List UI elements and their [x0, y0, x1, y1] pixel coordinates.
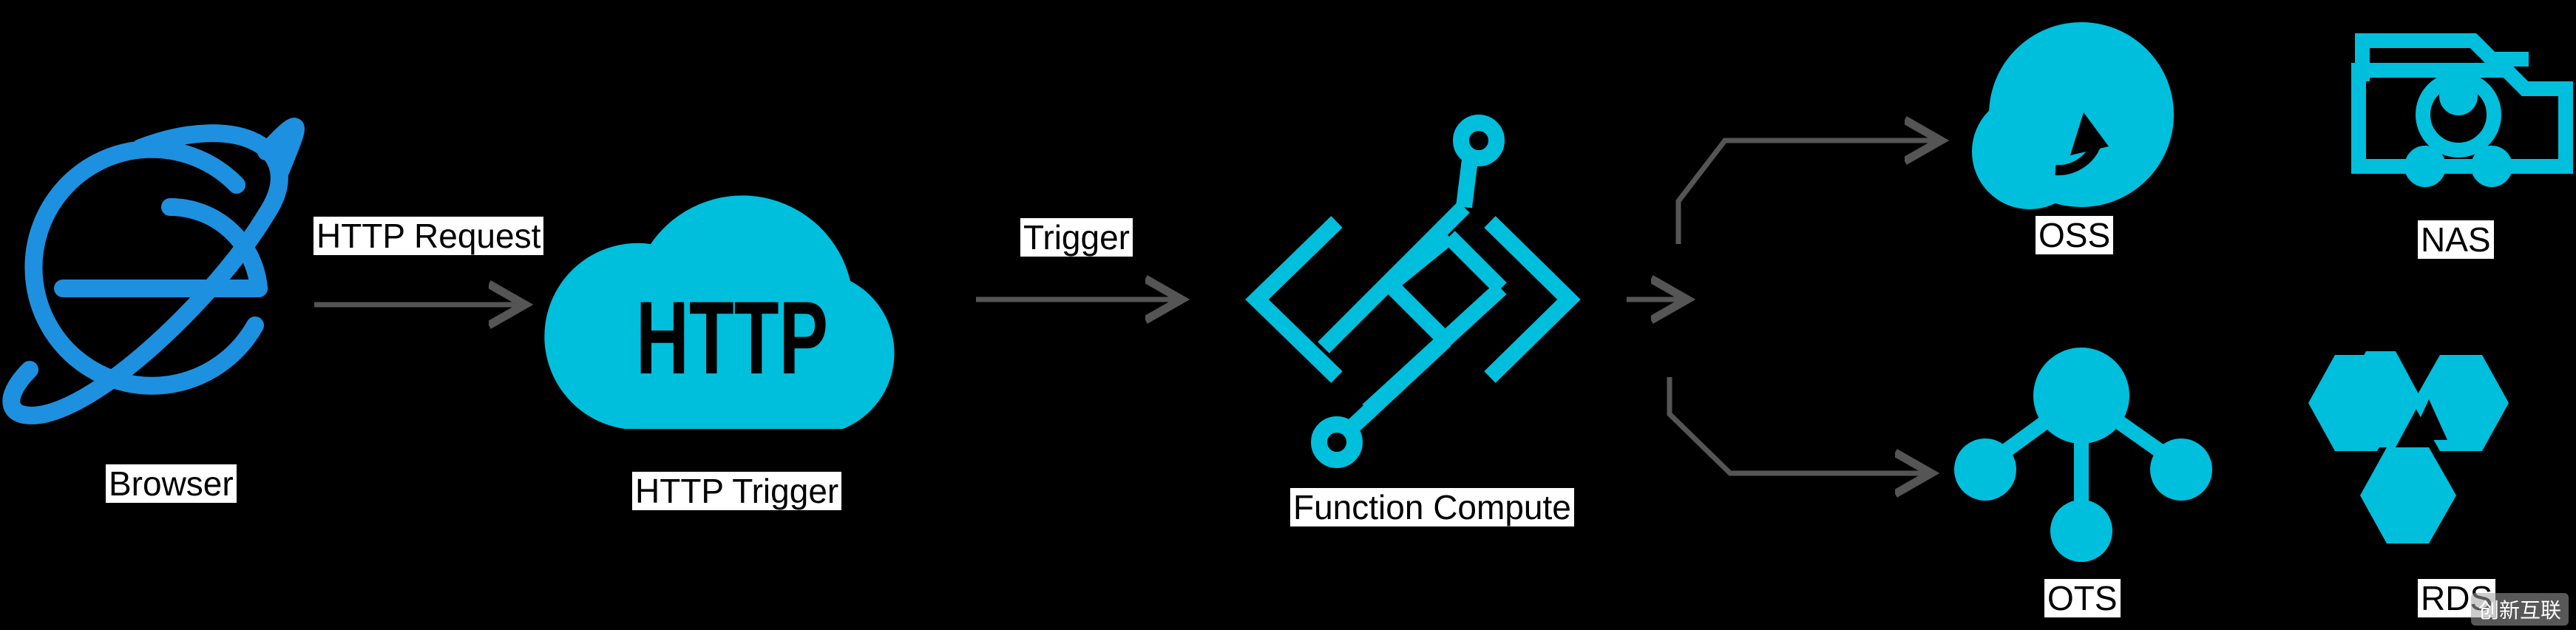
function-compute-icon	[1245, 115, 1581, 468]
http-icon-text: HTTP	[636, 280, 828, 396]
http-trigger-label: HTTP Trigger	[632, 472, 842, 510]
browser-label: Browser	[106, 464, 237, 503]
function-compute-label: Function Compute	[1290, 488, 1574, 526]
oss-label: OSS	[2036, 216, 2114, 254]
watermark-logo: 创新互联	[2470, 593, 2569, 626]
ots-network-node-icon	[1954, 348, 2212, 562]
oss-cloud-upload-icon	[1972, 22, 2174, 209]
ots-label: OTS	[2044, 579, 2121, 617]
arrow-to-ots	[1667, 377, 1931, 473]
nas-folder-share-icon	[2351, 33, 2573, 187]
http-cloud-icon: HTTP	[544, 195, 895, 429]
rds-hexagon-icon	[2308, 351, 2509, 543]
arrow-to-oss	[1675, 140, 1941, 244]
browser-globe-icon	[2, 118, 305, 424]
trigger-label: Trigger	[1020, 218, 1133, 257]
http-request-label: HTTP Request	[313, 217, 544, 255]
nas-label: NAS	[2418, 220, 2494, 259]
